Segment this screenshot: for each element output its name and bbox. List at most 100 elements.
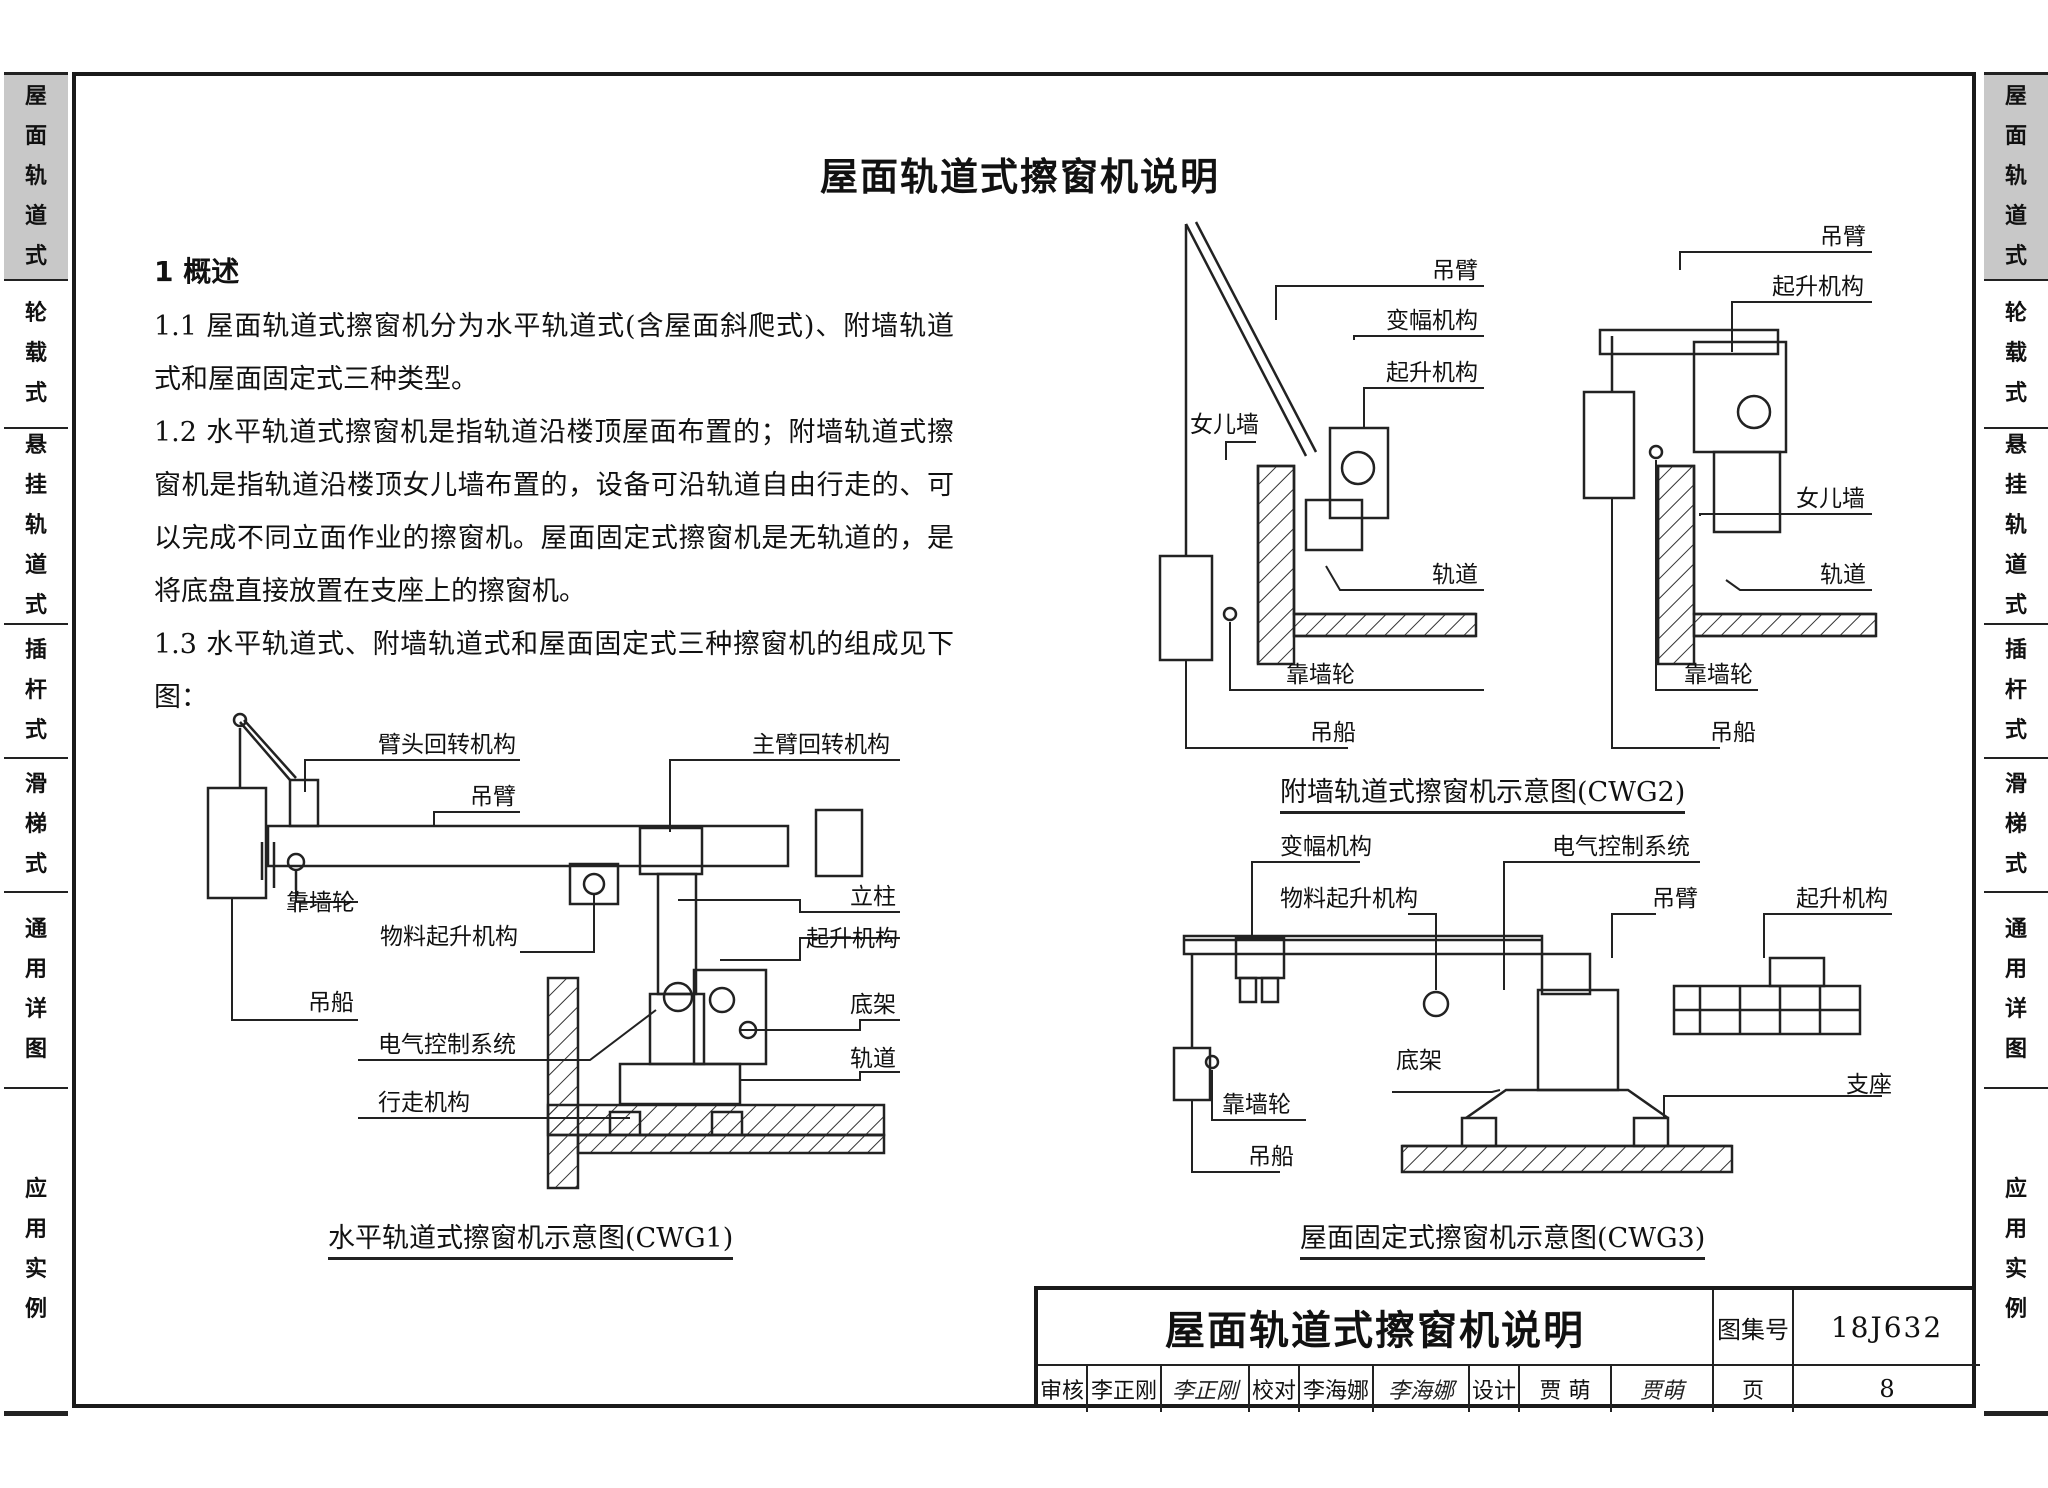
side-tab-right-2[interactable]: 悬挂轨道式 [1984,429,2048,625]
cwg3-text: 变幅机构 电气控制系统 物料起升机构 吊臂 起升机构 底架 支座 靠墙轮 吊船 [1222,834,1892,1170]
drawing-frame [72,72,1976,1408]
cwg2-label-parapet-a: 女儿墙 [1190,412,1259,438]
side-tab-char: 插 [24,638,47,663]
side-tab-right-3[interactable]: 插杆式 [1984,625,2048,759]
cwg3-label-electrical: 电气控制系统 [1552,834,1690,860]
cwg3-label-boom: 吊臂 [1652,886,1698,912]
cwg1-label-chassis: 底架 [850,992,896,1018]
side-tab-left-1[interactable]: 轮载式 [4,281,68,429]
side-tab-char: 挂 [24,473,47,498]
side-tab-left-2[interactable]: 悬挂轨道式 [4,429,68,625]
cwg3-caption: 屋面固定式擦窗机示意图(CWG3) [1300,1216,1706,1260]
side-tab-char: 例 [2004,1297,2027,1322]
cwg1-label-material-hoist: 物料起升机构 [380,924,518,950]
cwg1-diagram [206,712,886,1190]
cwg1-label-arm-head-slew: 臂头回转机构 [378,732,516,758]
side-tab-char: 道 [24,553,47,578]
cwg3-diagram [1172,934,1862,1174]
reviewer-signature: 李正刚 [1162,1366,1250,1412]
review-label: 审核 [1038,1366,1088,1412]
cwg1-text: 臂头回转机构 主臂回转机构 吊臂 靠墙轮 物料起升机构 立柱 起升机构 吊船 底… [286,732,898,1116]
side-tab-right-1[interactable]: 轮载式 [1984,281,2048,429]
side-tab-char: 用 [2004,1217,2027,1242]
cwg2-label-wall-wheel-b: 靠墙轮 [1684,662,1753,688]
cwg2-label-luffing-a: 变幅机构 [1386,308,1478,334]
side-tab-char: 式 [24,718,47,743]
cwg2-label-track-a: 轨道 [1432,562,1478,588]
side-tab-char: 用 [2004,957,2027,982]
side-tab-char: 悬 [2004,433,2027,458]
side-tab-char: 屋 [24,84,47,109]
page-label: 页 [1714,1366,1794,1412]
cwg3-label-hoist: 起升机构 [1796,886,1888,912]
cwg3-label-luffing: 变幅机构 [1280,834,1372,860]
paragraph-1-1: 1.1 屋面轨道式擦窗机分为水平轨道式(含屋面斜爬式)、附墙轨道式和屋面固定式三… [154,311,954,395]
cwg2-label-hoist-b: 起升机构 [1772,274,1864,300]
side-tab-char: 通 [2004,917,2027,942]
cwg2-label-boom-b: 吊臂 [1820,224,1866,250]
paragraph-1-3: 1.3 水平轨道式、附墙轨道式和屋面固定式三种擦窗机的组成见下图： [154,629,954,713]
cwg2-label-lines [1185,251,1872,749]
side-tab-left-5[interactable]: 通用详图 [4,893,68,1089]
side-tabs-left: 屋面轨道式轮载式悬挂轨道式插杆式滑梯式通用详图应用实例 [4,72,68,1416]
cwg1-caption: 水平轨道式擦窗机示意图(CWG1) [328,1216,734,1260]
cwg2-text: 吊臂 变幅机构 起升机构 女儿墙 轨道 靠墙轮 吊船 吊臂 起升机构 女儿墙 轨… [1190,224,1866,746]
side-tab-right-4[interactable]: 滑梯式 [1984,759,2048,893]
side-tab-char: 详 [2004,997,2027,1022]
check-label: 校对 [1250,1366,1300,1412]
side-tab-char: 式 [24,381,47,406]
side-tab-char: 挂 [2004,473,2027,498]
side-tab-left-0[interactable]: 屋面轨道式 [4,75,68,281]
side-tab-char: 式 [2004,593,2027,618]
side-tab-char: 道 [24,204,47,229]
side-tab-char: 式 [2004,852,2027,877]
side-tab-char: 载 [24,341,47,366]
side-tab-char: 详 [24,997,47,1022]
side-tab-right-6[interactable]: 应用实例 [1984,1089,2048,1413]
side-tab-char: 应 [2004,1177,2027,1202]
side-tab-right-0[interactable]: 屋面轨道式 [1984,75,2048,281]
cwg1-label-travel: 行走机构 [378,1090,470,1116]
atlas-no: 18J632 [1794,1290,1980,1366]
cwg2-label-cradle-b: 吊船 [1710,720,1756,746]
side-tab-char: 滑 [24,772,47,797]
cwg2-label-wall-wheel-a: 靠墙轮 [1286,662,1355,688]
side-tab-char: 轨 [24,164,47,189]
side-tab-char: 梯 [24,812,47,837]
side-tab-char: 杆 [24,678,47,703]
side-tab-char: 式 [2004,244,2027,269]
side-tab-char: 图 [24,1037,47,1062]
side-tab-char: 式 [24,244,47,269]
cwg1-label-hoist: 起升机构 [806,926,898,952]
side-tab-char: 用 [24,1217,47,1242]
side-tab-char: 面 [2004,124,2027,149]
title-block: 屋面轨道式擦窗机说明 图集号 18J632 审核 李正刚 李正刚 校对 李海娜 … [1034,1286,1980,1412]
cwg3-label-chassis: 底架 [1396,1048,1442,1074]
checker-name: 李海娜 [1300,1366,1374,1412]
side-tab-char: 杆 [2004,678,2027,703]
side-tab-right-5[interactable]: 通用详图 [1984,893,2048,1089]
side-tab-left-3[interactable]: 插杆式 [4,625,68,759]
side-tabs-right: 屋面轨道式轮载式悬挂轨道式插杆式滑梯式通用详图应用实例 [1984,72,2048,1416]
paragraph-1-2: 1.2 水平轨道式擦窗机是指轨道沿楼顶屋面布置的；附墙轨道式擦窗机是指轨道沿楼顶… [154,417,954,607]
cwg1-label-main-arm-slew: 主臂回转机构 [752,732,890,758]
side-tab-char: 轮 [2004,301,2027,326]
designer-signature: 贾萌 [1612,1366,1714,1412]
cwg1-label-column: 立柱 [850,884,896,910]
cwg3-label-material-hoist: 物料起升机构 [1280,886,1418,912]
side-tab-char: 式 [24,593,47,618]
cwg2-diagram [1158,221,1878,666]
side-tab-char: 道 [2004,204,2027,229]
cwg2-label-parapet-b: 女儿墙 [1796,486,1865,512]
side-tab-char: 式 [24,852,47,877]
side-tab-char: 面 [24,124,47,149]
side-tab-char: 梯 [2004,812,2027,837]
side-tab-left-6[interactable]: 应用实例 [4,1089,68,1413]
side-tab-left-4[interactable]: 滑梯式 [4,759,68,893]
side-tab-char: 轮 [24,301,47,326]
side-tab-char: 用 [24,957,47,982]
side-tab-char: 轨 [2004,164,2027,189]
side-tab-char: 悬 [24,433,47,458]
designer-name: 贾 萌 [1520,1366,1612,1412]
side-tab-char: 轨 [2004,513,2027,538]
